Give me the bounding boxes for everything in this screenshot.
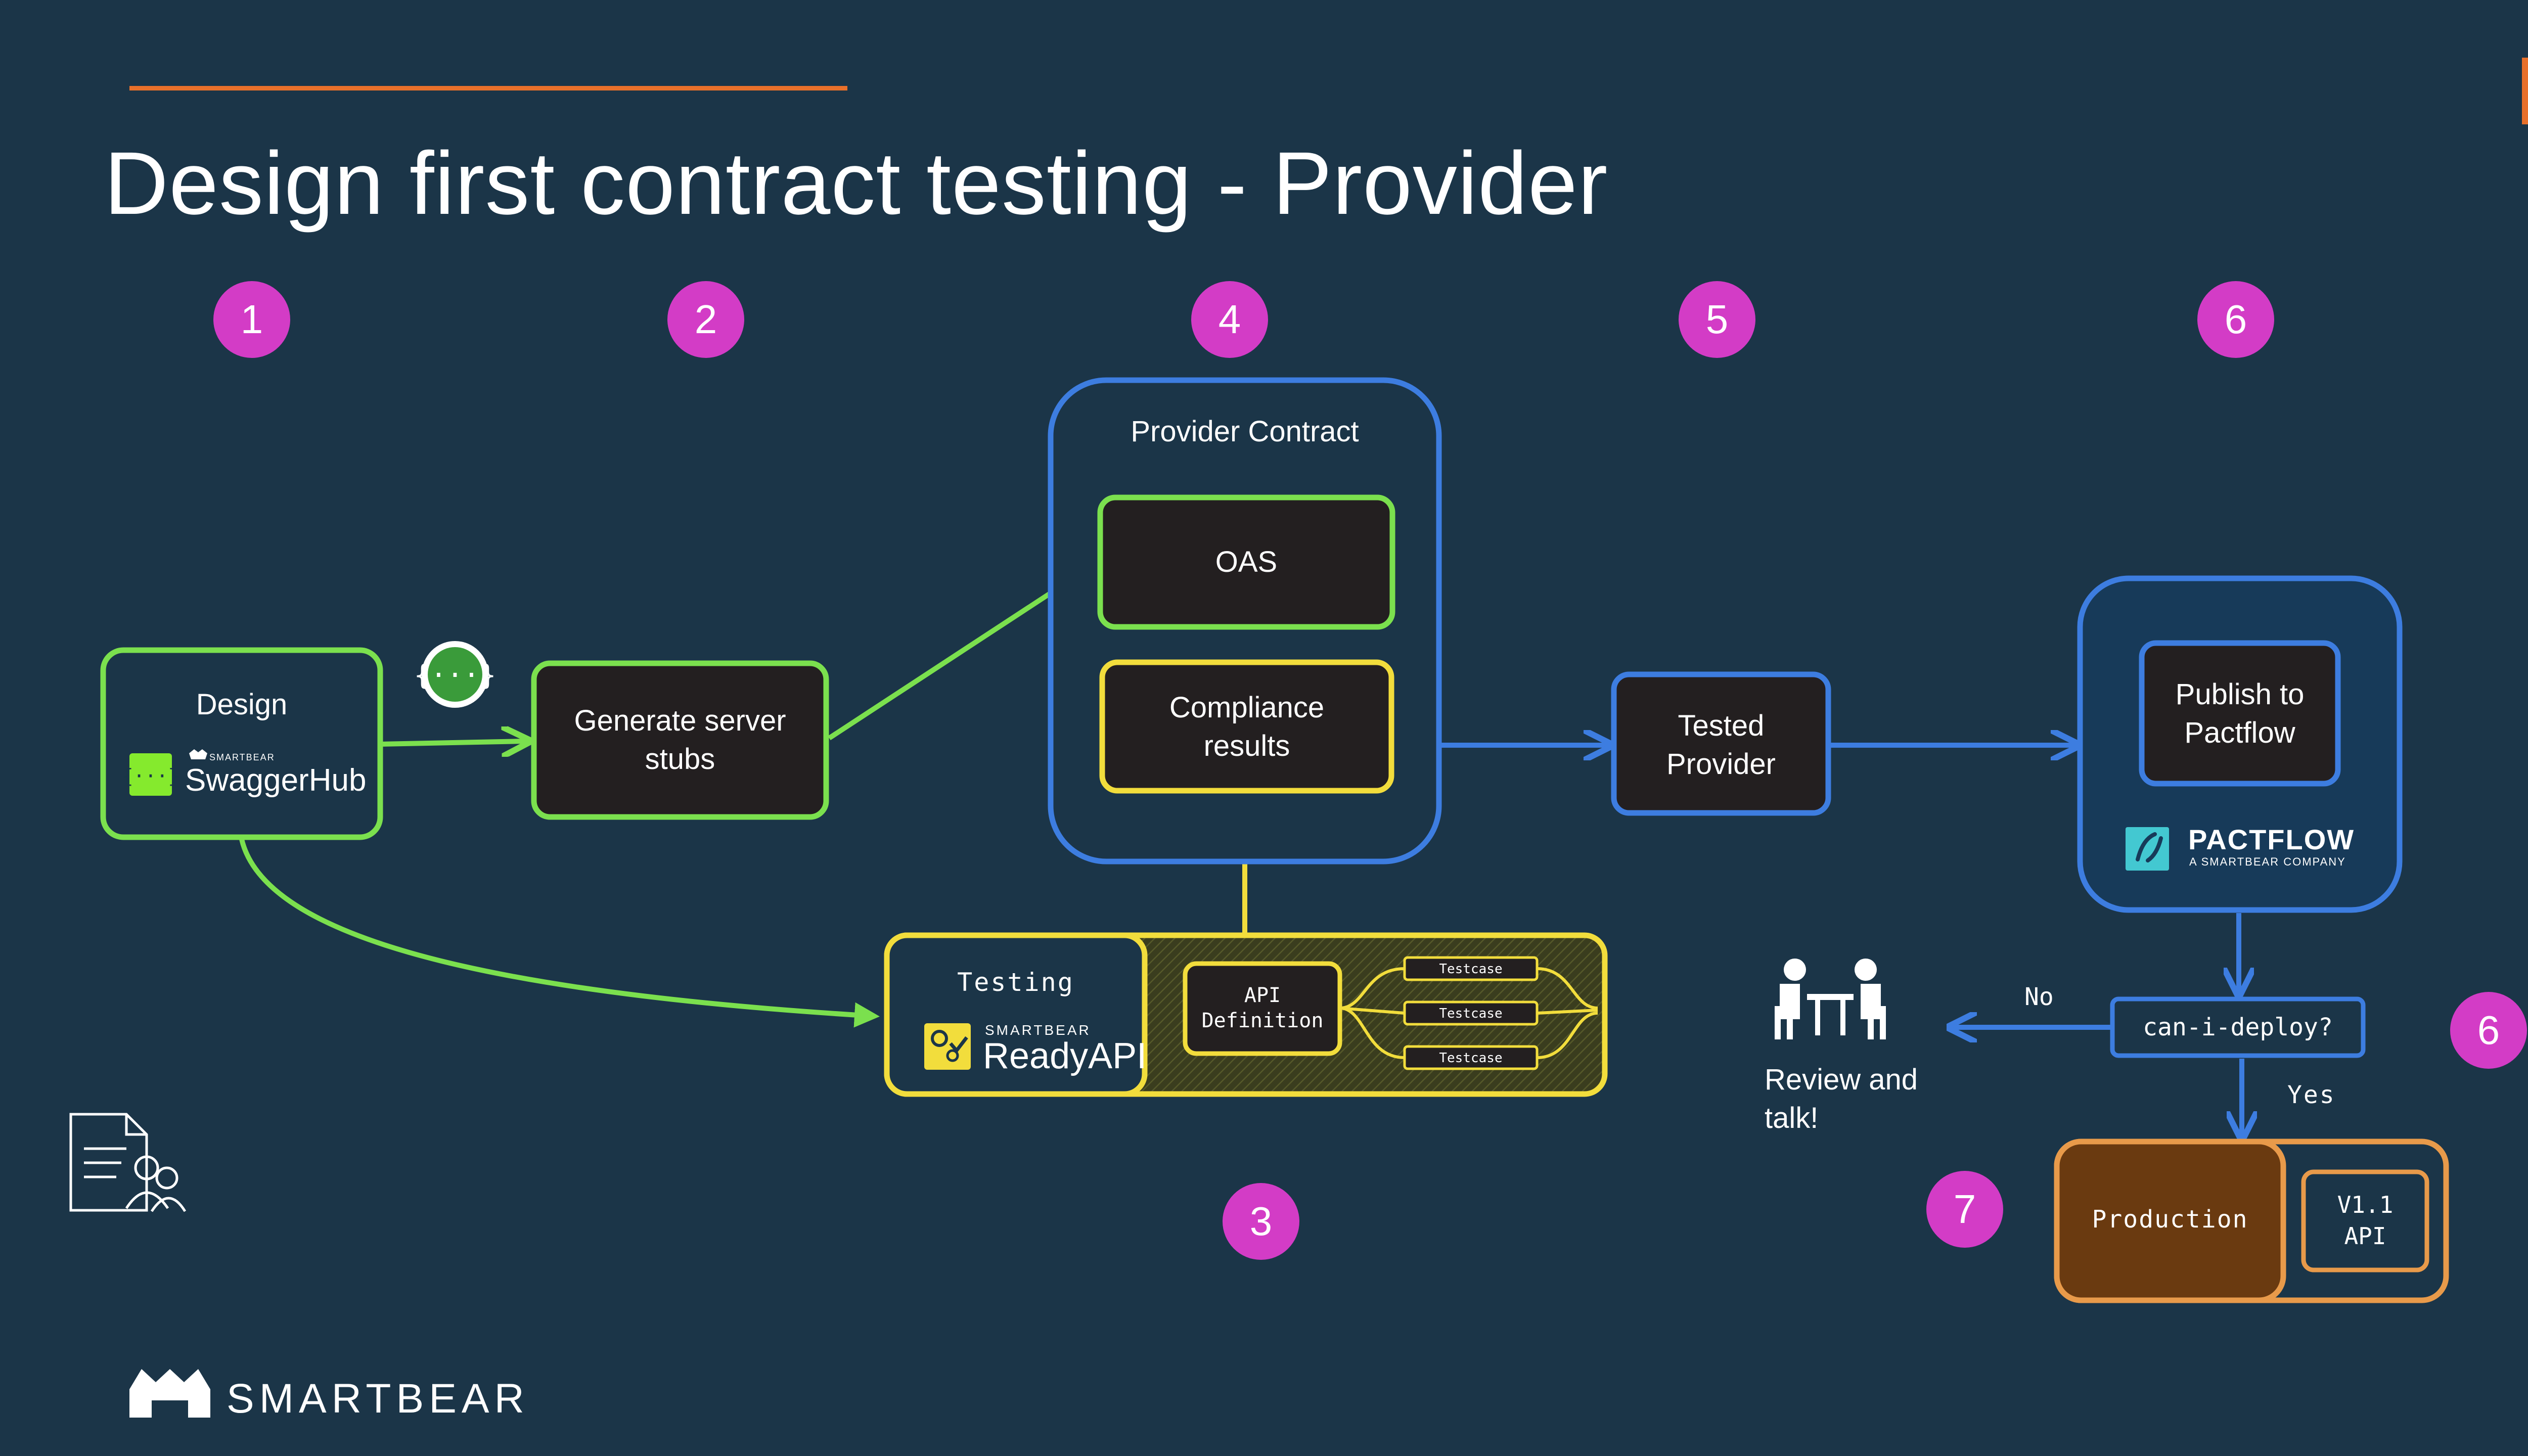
step-badge-6: 6	[2197, 281, 2274, 358]
node-generate-stubs	[531, 660, 829, 820]
v11-api-label-2: API	[2344, 1222, 2386, 1250]
pactflow-brand-sub: A SMARTBEAR COMPANY	[2189, 855, 2346, 868]
testing-label: Testing	[957, 968, 1074, 997]
pactflow-brand: PACTFLOW	[2188, 824, 2355, 855]
group-testing	[884, 932, 1608, 1097]
step-badge-7: 7	[1926, 1171, 2003, 1248]
svg-text:{···}: {···}	[122, 765, 179, 787]
title-accent-bar	[129, 86, 847, 90]
provider-contract-label: Provider Contract	[1131, 415, 1359, 448]
step-badge-4: 4	[1191, 281, 1268, 358]
testcase-label: Testcase	[1439, 962, 1503, 977]
slide-title: Design first contract testing - Provider	[104, 134, 1608, 233]
testcase-label: Testcase	[1439, 1006, 1503, 1021]
swaggerhub-brand-small: SMARTBEAR	[209, 752, 275, 762]
generate-stubs-label-2: stubs	[645, 743, 715, 776]
step-badge-3: 3	[1223, 1183, 1299, 1260]
publish-label-2: Pactflow	[2184, 716, 2295, 749]
node-compliance-results	[1099, 659, 1394, 794]
page-number: 61	[2522, 58, 2528, 124]
testcase-connectors	[1339, 967, 1598, 1059]
smartbear-logo-icon	[129, 1369, 210, 1418]
footer-logo-text: SMARTBEAR	[227, 1376, 529, 1422]
oas-label: OAS	[1215, 545, 1278, 578]
edge-design-to-testing	[239, 838, 880, 1028]
meeting-people-icon	[1775, 959, 1886, 1039]
openapi-curly-braces-icon: {···}	[414, 641, 496, 708]
step-badge-6-deploy: 6	[2450, 992, 2527, 1069]
svg-text:{···}: {···}	[414, 659, 496, 691]
production-label: Production	[2092, 1205, 2248, 1234]
edge-design-to-stubs	[380, 741, 526, 744]
testcase-label: Testcase	[1439, 1051, 1503, 1066]
edge-label-no: No	[2024, 983, 2054, 1011]
review-label-1: Review and	[1765, 1063, 1918, 1096]
compliance-label-2: results	[1203, 730, 1290, 762]
node-oas	[1097, 494, 1395, 630]
swaggerhub-icon: {···}	[122, 753, 179, 796]
readyapi-brand: ReadyAPI	[983, 1036, 1147, 1076]
node-tested-provider	[1611, 671, 1831, 816]
swaggerhub-brand: SwaggerHub	[185, 763, 367, 798]
generate-stubs-label-1: Generate server	[574, 704, 786, 737]
edge-label-yes: Yes	[2287, 1081, 2336, 1109]
step-badge-1: 1	[213, 281, 290, 358]
review-label-2: talk!	[1765, 1102, 1819, 1134]
document-collaboration-icon	[69, 1113, 187, 1212]
step-badge-5: 5	[1679, 281, 1755, 358]
readyapi-brand-small: SMARTBEAR	[985, 1022, 1091, 1038]
pactflow-logo-icon	[2126, 827, 2169, 871]
compliance-label-1: Compliance	[1169, 691, 1325, 724]
group-production	[2054, 1139, 2449, 1303]
publish-label-1: Publish to	[2175, 678, 2305, 711]
group-pactflow	[2077, 575, 2403, 913]
tested-provider-label-1: Tested	[1678, 709, 1765, 742]
v11-api-label-1: V1.1	[2337, 1191, 2394, 1218]
api-definition-label-1: API	[1244, 984, 1281, 1007]
can-i-deploy-label: can-i-deploy?	[2143, 1013, 2333, 1041]
readyapi-icon	[924, 1023, 971, 1070]
step-badge-2: 2	[667, 281, 744, 358]
smartbear-mini-mark-icon	[189, 749, 207, 759]
node-can-i-deploy	[2110, 996, 2366, 1058]
node-design: {···}	[100, 647, 383, 840]
api-definition-label-2: Definition	[1201, 1009, 1324, 1032]
tested-provider-label-2: Provider	[1666, 748, 1776, 781]
design-label: Design	[196, 688, 288, 721]
